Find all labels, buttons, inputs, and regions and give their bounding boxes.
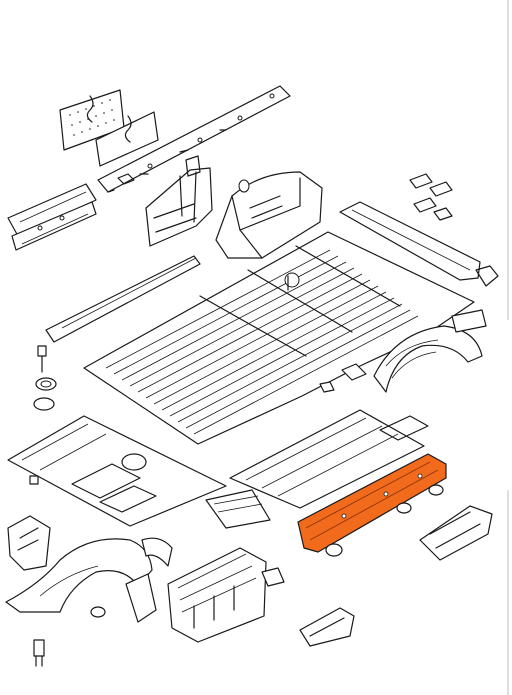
rear-floor-section[interactable]: [229, 409, 429, 509]
lower-support-bracket[interactable]: [299, 607, 355, 647]
wheel-closing-panel[interactable]: [125, 537, 173, 623]
front-floor-box[interactable]: [167, 547, 267, 643]
step-well[interactable]: [205, 489, 271, 529]
small-mount-brackets[interactable]: [409, 173, 453, 221]
seat-mount-bracket[interactable]: [261, 567, 285, 587]
left-front-sill[interactable]: [45, 255, 201, 343]
center-wheel-housing[interactable]: [215, 171, 323, 259]
small-plug[interactable]: [33, 639, 45, 667]
outrigger-bracket[interactable]: [419, 505, 493, 561]
right-side-sill-panel[interactable]: [297, 453, 447, 553]
rubber-grommets[interactable]: [325, 484, 444, 557]
long-cross-rail[interactable]: [97, 85, 291, 193]
front-floor-panel[interactable]: [7, 415, 227, 527]
drain-plugs-left[interactable]: [33, 345, 57, 411]
insulation-pads[interactable]: [59, 89, 159, 167]
jack-point-bracket[interactable]: [319, 363, 367, 393]
pillar-bracket[interactable]: [145, 155, 213, 247]
right-side-rail[interactable]: [339, 201, 499, 287]
front-corner-bracket[interactable]: [7, 515, 51, 571]
main-floor-pan[interactable]: [83, 231, 475, 445]
right-wheel-arch[interactable]: [373, 309, 487, 393]
left-seat-crossmember[interactable]: [7, 183, 97, 251]
